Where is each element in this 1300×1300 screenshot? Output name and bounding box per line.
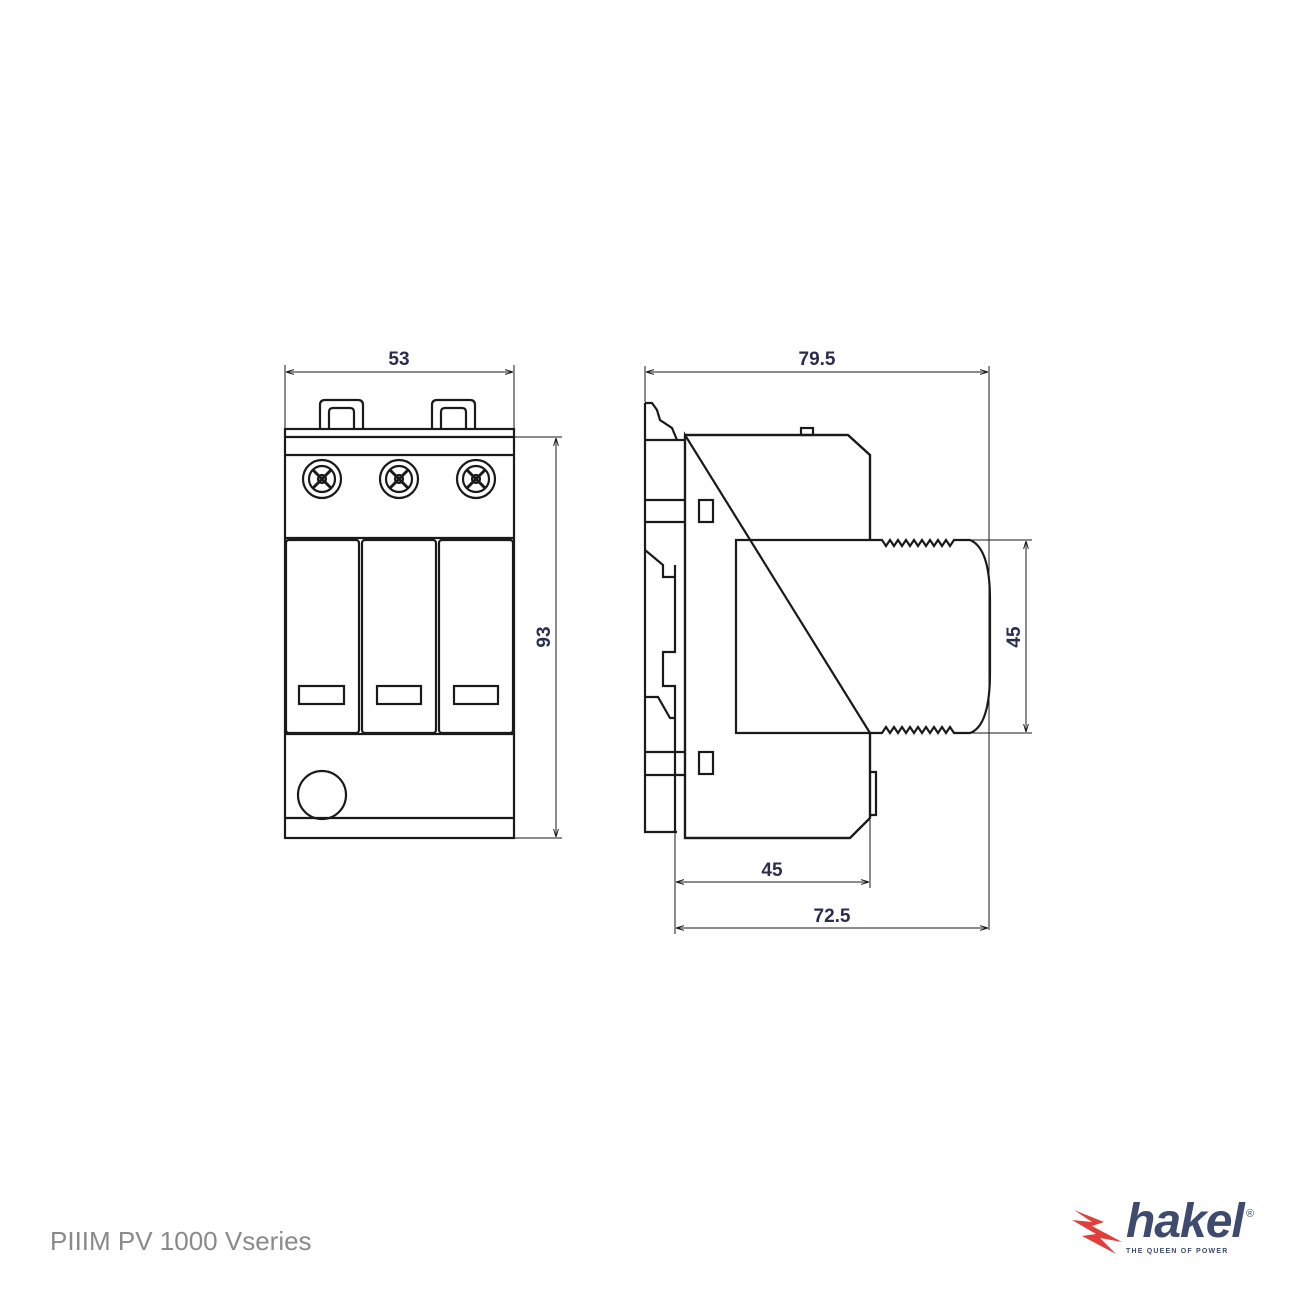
status-window-3	[452, 684, 500, 706]
screw-terminal-2	[378, 458, 420, 500]
status-window-1	[297, 684, 346, 706]
side-housing	[683, 431, 872, 840]
dim-label-front-width: 53	[388, 349, 409, 370]
plug-in-module	[734, 538, 992, 735]
logo-tagline: THE QUEEN OF POWER	[1126, 1248, 1229, 1255]
screw-terminal-1	[301, 458, 343, 500]
side-slot-lower	[697, 750, 715, 776]
dimension-side-module-height	[971, 539, 1032, 734]
dim-label-side-total-depth: 79.5	[799, 349, 836, 370]
dim-label-side-depth-from-rail: 72.5	[814, 906, 851, 927]
lightning-bolt-icon	[1072, 1210, 1122, 1254]
side-slot-upper	[697, 498, 715, 524]
dimension-side-total-depth	[644, 366, 990, 930]
din-rail-clip	[643, 401, 685, 834]
screw-terminal-3	[455, 458, 497, 500]
remote-signal-contact	[296, 769, 348, 821]
logo-wordmark: hakel	[1126, 1195, 1245, 1248]
dim-label-front-height: 93	[534, 626, 555, 647]
module-2	[360, 538, 438, 735]
dimension-front-height	[515, 436, 562, 839]
hakel-logo: hakel ® THE QUEEN OF POWER	[1070, 1195, 1270, 1266]
dim-label-side-module-height: 45	[1004, 626, 1025, 648]
product-caption: PIIIM PV 1000 Vseries	[50, 1226, 312, 1256]
side-view	[643, 401, 992, 840]
module-1	[284, 538, 361, 735]
front-view	[283, 398, 516, 840]
registered-mark: ®	[1246, 1208, 1255, 1220]
module-3	[437, 538, 515, 735]
dimension-side-base-depth	[674, 820, 871, 934]
dim-label-side-base-depth: 45	[761, 860, 783, 881]
terminal-clip-right	[430, 398, 477, 428]
status-window-2	[375, 684, 423, 706]
dimension-front-width	[284, 365, 515, 428]
terminal-clip-left	[318, 398, 365, 428]
